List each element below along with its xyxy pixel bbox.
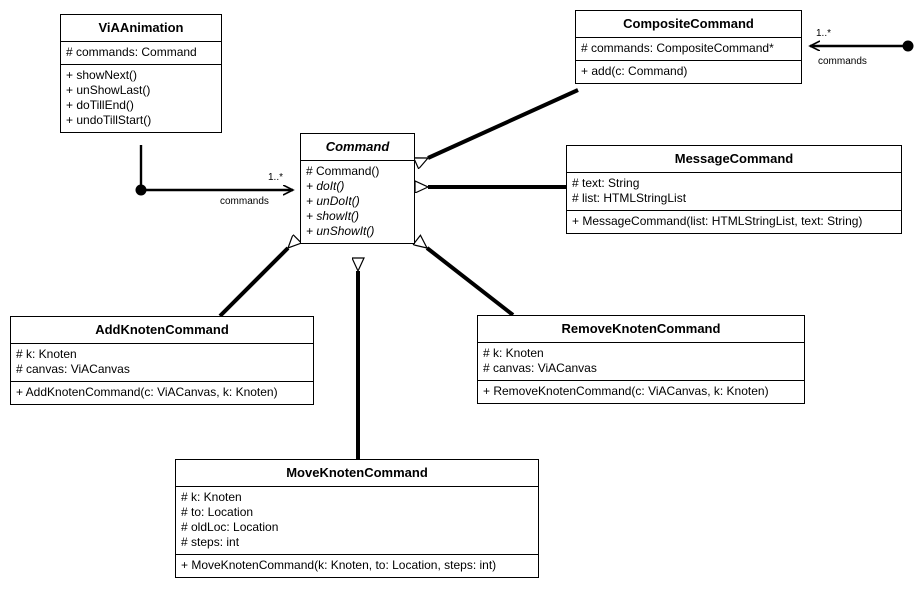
attribute-row: # k: Knoten <box>16 347 77 361</box>
operation-row: + add(c: Command) <box>581 64 688 78</box>
attribute-row: # to: Location <box>181 505 254 519</box>
attributes-compartment-moveknotencommand: # k: Knoten # to: Location # oldLoc: Loc… <box>176 487 538 555</box>
class-box-removeknotencommand[interactable]: RemoveKnotenCommand # k: Knoten # canvas… <box>477 315 805 404</box>
operation-row: + unDoIt() <box>306 194 360 208</box>
edge-compositecommand-self <box>810 41 914 52</box>
attributes-compartment-viaanimation: # commands: Command <box>61 42 221 65</box>
class-name-moveknotencommand: MoveKnotenCommand <box>176 460 538 487</box>
operations-compartment-command: # Command() + doIt() + unDoIt() + showIt… <box>301 161 414 243</box>
operation-row: + doTillEnd() <box>66 98 134 112</box>
class-name-addknotencommand: AddKnotenCommand <box>11 317 313 344</box>
class-name-messagecommand: MessageCommand <box>567 146 901 173</box>
attribute-row: # commands: CompositeCommand* <box>581 41 774 55</box>
edge-viaanimation-command <box>135 145 294 196</box>
edge-compositecommand-generalization <box>428 88 579 158</box>
class-box-command[interactable]: Command # Command() + doIt() + unDoIt() … <box>300 133 415 244</box>
edge-addknotencommand-generalization <box>218 248 288 318</box>
attributes-compartment-messagecommand: # text: String # list: HTMLStringList <box>567 173 901 211</box>
edge-label-viaanimation-multiplicity: 1..* <box>268 172 284 183</box>
class-box-moveknotencommand[interactable]: MoveKnotenCommand # k: Knoten # to: Loca… <box>175 459 539 578</box>
operation-row: + showIt() <box>306 209 360 223</box>
operations-compartment-messagecommand: + MessageCommand(list: HTMLStringList, t… <box>567 211 901 233</box>
attribute-row: # k: Knoten <box>483 346 544 360</box>
edge-removeknotencommand-generalization <box>427 248 515 317</box>
attribute-row: # canvas: ViACanvas <box>483 361 597 375</box>
operation-row: + MoveKnotenCommand(k: Knoten, to: Locat… <box>181 558 497 572</box>
attribute-row: # canvas: ViACanvas <box>16 362 130 376</box>
operations-compartment-removeknotencommand: + RemoveKnotenCommand(c: ViACanvas, k: K… <box>478 381 804 403</box>
attribute-row: # text: String <box>572 176 640 190</box>
edge-label-viaanimation-role: commands <box>220 196 269 207</box>
class-box-addknotencommand[interactable]: AddKnotenCommand # k: Knoten # canvas: V… <box>10 316 314 405</box>
attribute-row: # steps: int <box>181 535 240 549</box>
class-name-compositecommand: CompositeCommand <box>576 11 801 38</box>
operation-row: + undoTillStart() <box>66 113 152 127</box>
edge-label-composite-role: commands <box>818 56 867 67</box>
operation-row: + AddKnotenCommand(c: ViACanvas, k: Knot… <box>16 385 278 399</box>
attributes-compartment-removeknotencommand: # k: Knoten # canvas: ViACanvas <box>478 343 804 381</box>
class-box-compositecommand[interactable]: CompositeCommand # commands: CompositeCo… <box>575 10 802 84</box>
attribute-row: # k: Knoten <box>181 490 242 504</box>
class-name-command: Command <box>301 134 414 161</box>
attributes-compartment-compositecommand: # commands: CompositeCommand* <box>576 38 801 61</box>
class-name-viaanimation: ViAAnimation <box>61 15 221 42</box>
operation-row: + doIt() <box>306 179 345 193</box>
operation-row: + unShowLast() <box>66 83 151 97</box>
class-name-removeknotencommand: RemoveKnotenCommand <box>478 316 804 343</box>
edge-label-composite-multiplicity: 1..* <box>816 28 832 39</box>
attributes-compartment-addknotencommand: # k: Knoten # canvas: ViACanvas <box>11 344 313 382</box>
operations-compartment-viaanimation: + showNext() + unShowLast() + doTillEnd(… <box>61 65 221 132</box>
operation-row: + RemoveKnotenCommand(c: ViACanvas, k: K… <box>483 384 769 398</box>
operations-compartment-moveknotencommand: + MoveKnotenCommand(k: Knoten, to: Locat… <box>176 555 538 577</box>
operation-row: + unShowIt() <box>306 224 375 238</box>
operation-row: # Command() <box>306 164 380 178</box>
operations-compartment-addknotencommand: + AddKnotenCommand(c: ViACanvas, k: Knot… <box>11 382 313 404</box>
class-box-messagecommand[interactable]: MessageCommand # text: String # list: HT… <box>566 145 902 234</box>
operation-row: + showNext() <box>66 68 138 82</box>
class-box-viaanimation[interactable]: ViAAnimation # commands: Command + showN… <box>60 14 222 133</box>
attribute-row: # commands: Command <box>66 45 197 59</box>
attribute-row: # oldLoc: Location <box>181 520 279 534</box>
operations-compartment-compositecommand: + add(c: Command) <box>576 61 801 83</box>
attribute-row: # list: HTMLStringList <box>572 191 687 205</box>
operation-row: + MessageCommand(list: HTMLStringList, t… <box>572 214 863 228</box>
